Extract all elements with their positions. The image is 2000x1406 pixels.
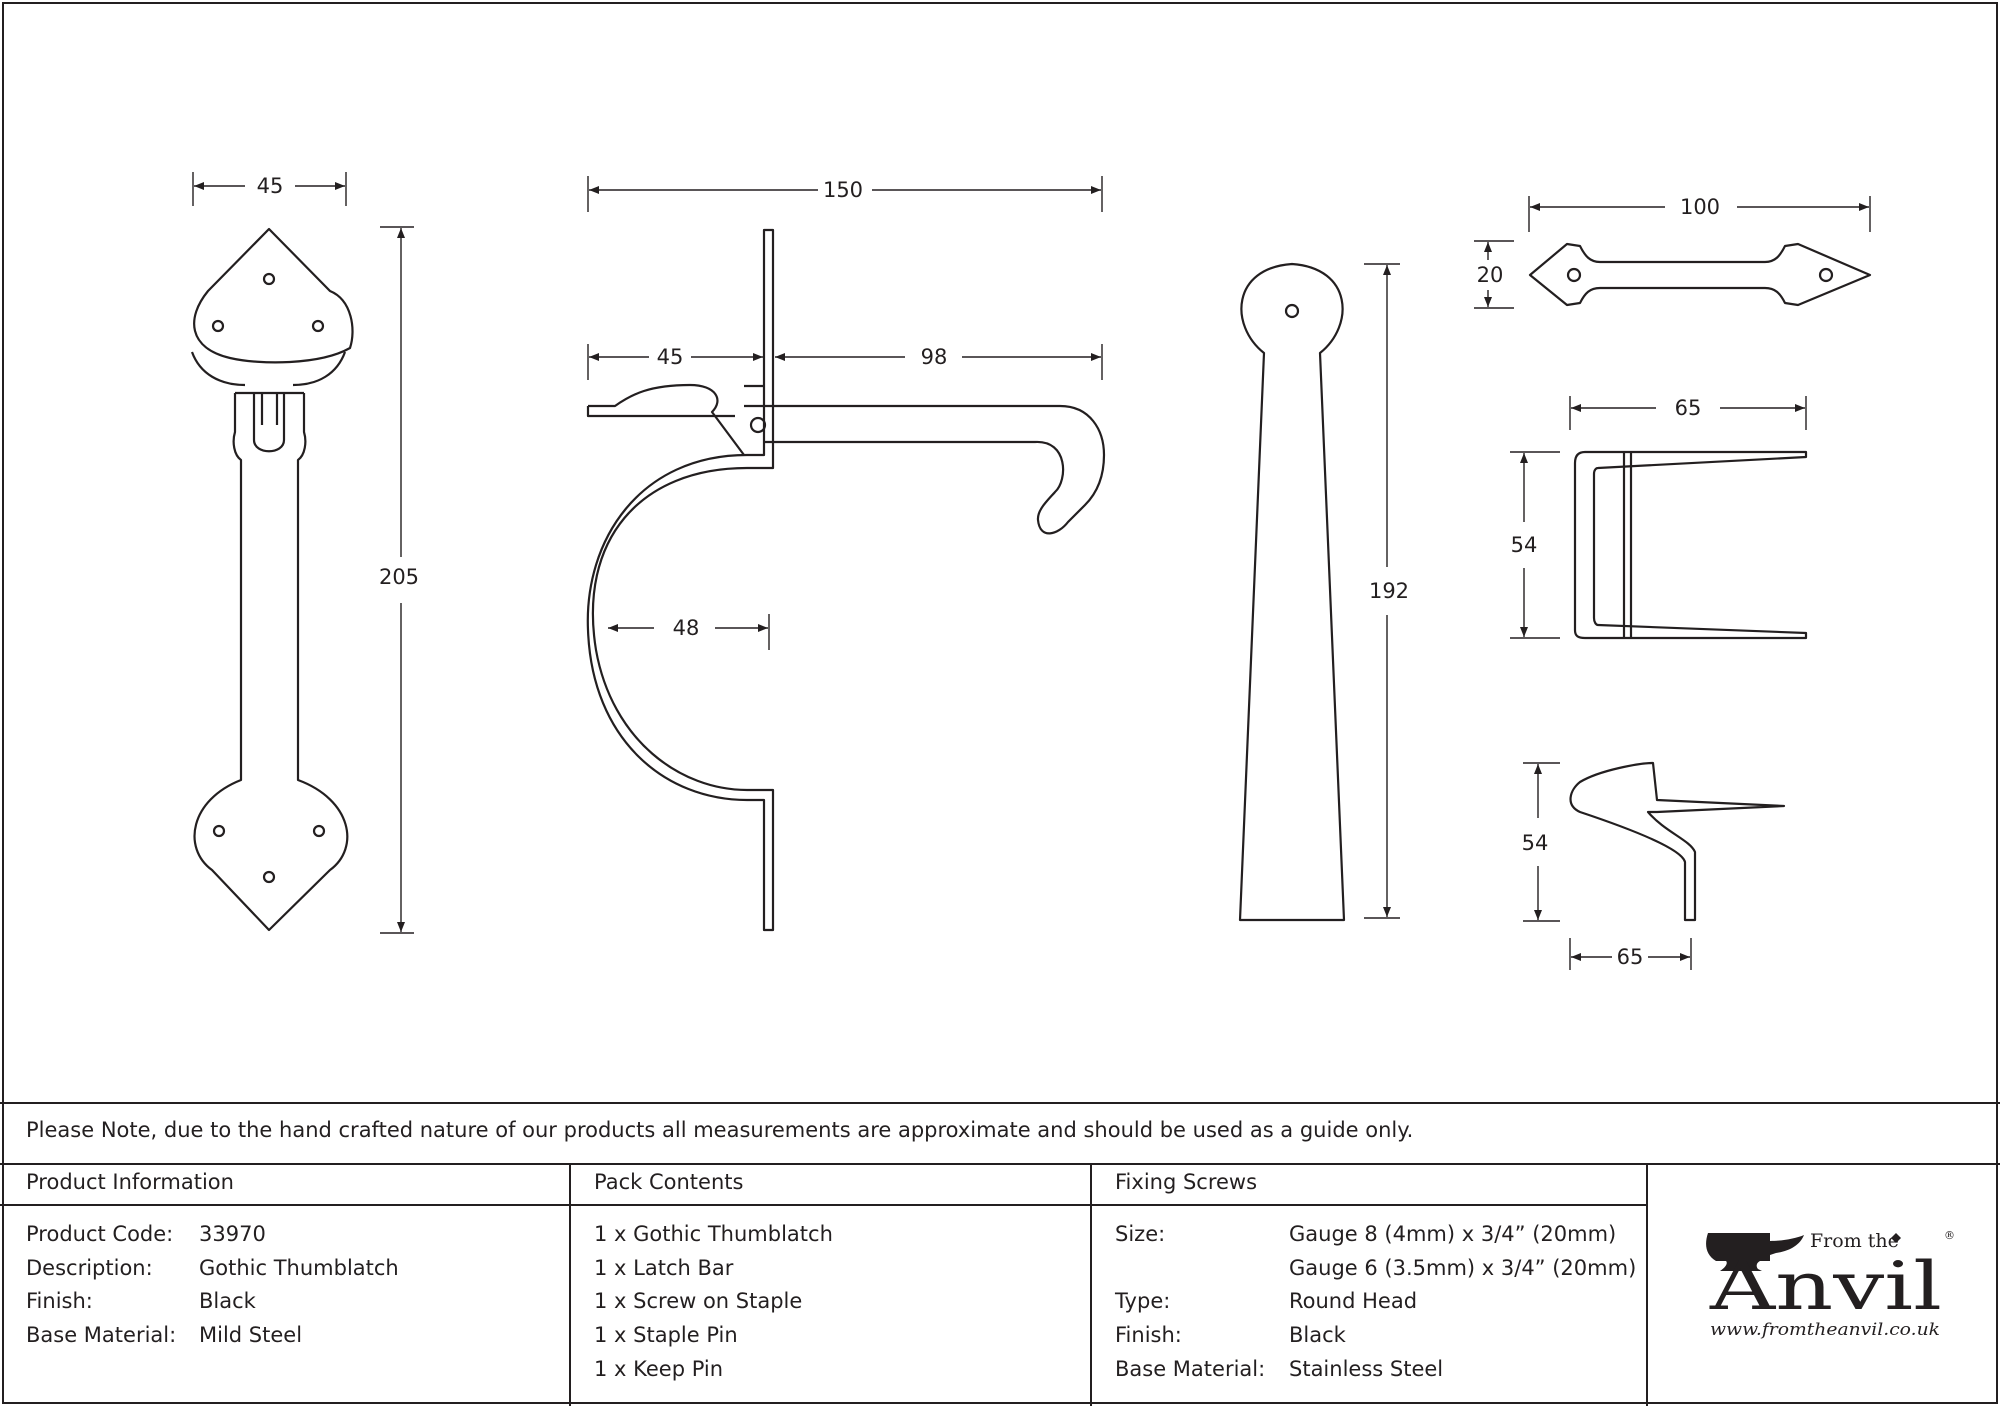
pin-width-label: 65 [1617, 945, 1644, 969]
screw-size-value: Gauge 6 (3.5mm) x 3/4” (20mm) [1289, 1256, 1637, 1280]
divider-col-1 [569, 1163, 571, 1406]
screw-material-value: Stainless Steel [1289, 1357, 1444, 1381]
dimension-lines [192, 172, 1871, 970]
thumblatch-handle [190, 227, 354, 932]
pin-height-label: 54 [1522, 831, 1549, 855]
logo-from-the: From the [1810, 1230, 1899, 1252]
measurement-note: Please Note, due to the hand crafted nat… [26, 1118, 1414, 1142]
latch-bar [1238, 262, 1346, 922]
logo-registered: ® [1944, 1229, 1955, 1242]
keep-width-label: 65 [1675, 396, 1702, 420]
screw-size-value: Gauge 8 (4mm) x 3/4” (20mm) [1289, 1222, 1617, 1246]
finish-label: Finish: [26, 1289, 93, 1313]
product-info-heading: Product Information [26, 1170, 234, 1194]
thumblatch-side-view [586, 228, 1106, 932]
bar-height-label: 192 [1369, 579, 1409, 603]
latch-back-label: 98 [921, 345, 948, 369]
staple-height-label: 20 [1477, 263, 1504, 287]
screw-type-value: Round Head [1289, 1289, 1418, 1313]
base-material-value: Mild Steel [199, 1323, 303, 1347]
divider-col-2 [1090, 1163, 1092, 1406]
staple-width-label: 100 [1680, 195, 1720, 219]
logo-brand: Anvil [1709, 1248, 1942, 1325]
pack-item: 1 x Screw on Staple [594, 1289, 803, 1313]
divider-col-3 [1646, 1163, 1648, 1406]
fixing-screws-heading: Fixing Screws [1115, 1170, 1258, 1194]
screw-material-label: Base Material: [1115, 1357, 1266, 1381]
description-value: Gothic Thumblatch [199, 1256, 399, 1280]
pack-contents-heading: Pack Contents [594, 1170, 744, 1194]
pack-item: 1 x Gothic Thumblatch [594, 1222, 833, 1246]
screw-finish-value: Black [1289, 1323, 1346, 1347]
keep-pin [1569, 761, 1786, 922]
divider-note [0, 1163, 2000, 1165]
divider-top [0, 1102, 2000, 1104]
description-label: Description: [26, 1256, 153, 1280]
from-the-anvil-logo: From the ® Anvil www.fromtheanvil.co.uk [1706, 1229, 1955, 1340]
keep-height-label: 54 [1511, 533, 1538, 557]
finish-value: Black [199, 1289, 256, 1313]
divider-headings [0, 1204, 1647, 1206]
technical-drawing: 45 205 150 45 98 48 192 100 20 65 54 54 … [190, 172, 1872, 970]
handle-height-label: 205 [379, 565, 419, 589]
handle-width-label: 45 [257, 174, 284, 198]
screw-finish-label: Finish: [1115, 1323, 1182, 1347]
screw-size-label: Size: [1115, 1222, 1166, 1246]
base-material-label: Base Material: [26, 1323, 177, 1347]
latch-total-label: 150 [823, 178, 863, 202]
screw-on-staple [1528, 242, 1872, 307]
pack-item: 1 x Keep Pin [594, 1357, 724, 1381]
product-code-label: Product Code: [26, 1222, 174, 1246]
logo-url: www.fromtheanvil.co.uk [1710, 1320, 1940, 1340]
latch-grip-label: 48 [673, 616, 700, 640]
anvil-icon [1706, 1233, 1804, 1271]
product-code-value: 33970 [199, 1222, 266, 1246]
pack-item: 1 x Staple Pin [594, 1323, 738, 1347]
diamond-icon [1891, 1233, 1901, 1243]
screw-type-label: Type: [1115, 1289, 1171, 1313]
pack-item: 1 x Latch Bar [594, 1256, 734, 1280]
latch-front-label: 45 [657, 345, 684, 369]
staple-pin [1573, 450, 1808, 640]
